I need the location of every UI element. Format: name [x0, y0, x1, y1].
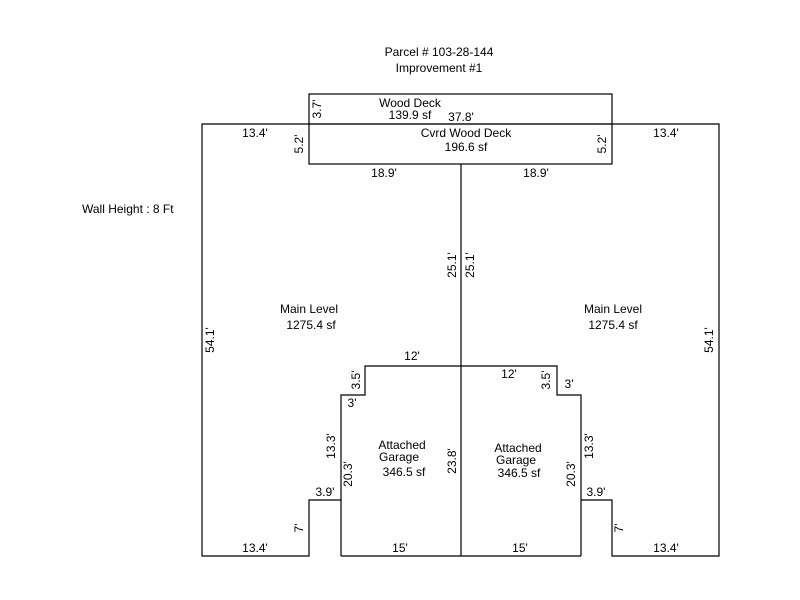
wood-deck-area: 139.9 sf [389, 108, 432, 122]
dim-bottom-left: 13.4' [242, 541, 268, 555]
dim-notch-right: 7' [612, 524, 626, 533]
dim-step-right: 3.5' [539, 371, 553, 390]
dim-jog-left: 3.9' [316, 485, 335, 499]
dim-center-left: 25.1' [445, 252, 459, 278]
dim-step3-right: 3' [565, 377, 574, 391]
dim-step-left: 3.5' [349, 371, 363, 390]
dim-bottom-right: 13.4' [653, 541, 679, 555]
garage-right-line1: Attached [494, 441, 541, 455]
dim-cvrd-bottom-right: 18.9' [523, 166, 549, 180]
dim-cvrd-left: 5.2' [292, 135, 306, 154]
covered-deck-name: Cvrd Wood Deck [421, 126, 512, 140]
garage-right-area: 346.5 sf [498, 466, 541, 480]
dim-deck-height: 3.7' [310, 100, 324, 119]
dim-step3-left: 3' [348, 396, 357, 410]
dim-garage-top-left: 12' [404, 349, 420, 363]
garage-left-line2: Garage [379, 450, 419, 464]
dim-jog-right: 3.9' [587, 485, 606, 499]
dim-top-left: 13.4' [242, 126, 268, 140]
dim-inner-right: 20.3' [564, 461, 578, 487]
main-left-area: 1275.4 sf [286, 318, 336, 332]
dim-notch-left: 7' [292, 524, 306, 533]
covered-deck-area: 196.6 sf [445, 140, 488, 154]
main-left-name: Main Level [280, 302, 338, 316]
improvement-label: Improvement #1 [396, 61, 483, 75]
garage-left-line1: Attached [378, 438, 425, 452]
garage-right-line2: Garage [496, 453, 536, 467]
dim-outer-left: 54.1' [203, 327, 217, 353]
dim-garage-bottom-right: 15' [512, 541, 528, 555]
dim-garage-top-right: 12' [501, 367, 517, 381]
garage-left-area: 346.5 sf [383, 465, 426, 479]
main-right-area: 1275.4 sf [588, 318, 638, 332]
main-right-name: Main Level [584, 302, 642, 316]
dim-garage-center: 23.8' [445, 448, 459, 474]
wall-height-label: Wall Height : 8 Ft [82, 202, 174, 216]
wood-deck-name: Wood Deck [379, 96, 442, 110]
dim-cvrd-right: 5.2' [595, 135, 609, 154]
dim-cvrd-bottom-left: 18.9' [371, 166, 397, 180]
dim-inner-left: 20.3' [341, 461, 355, 487]
dim-top-right: 13.4' [653, 126, 679, 140]
dim-side-left: 13.3' [324, 433, 338, 459]
dim-deck-width: 37.8' [448, 110, 474, 124]
dim-outer-right: 54.1' [702, 327, 716, 353]
dim-center-right: 25.1' [463, 252, 477, 278]
dim-side-right: 13.3' [582, 433, 596, 459]
dim-garage-bottom-left: 15' [392, 541, 408, 555]
sketch-outlines [201, 93, 720, 557]
parcel-number: Parcel # 103-28-144 [385, 45, 494, 59]
